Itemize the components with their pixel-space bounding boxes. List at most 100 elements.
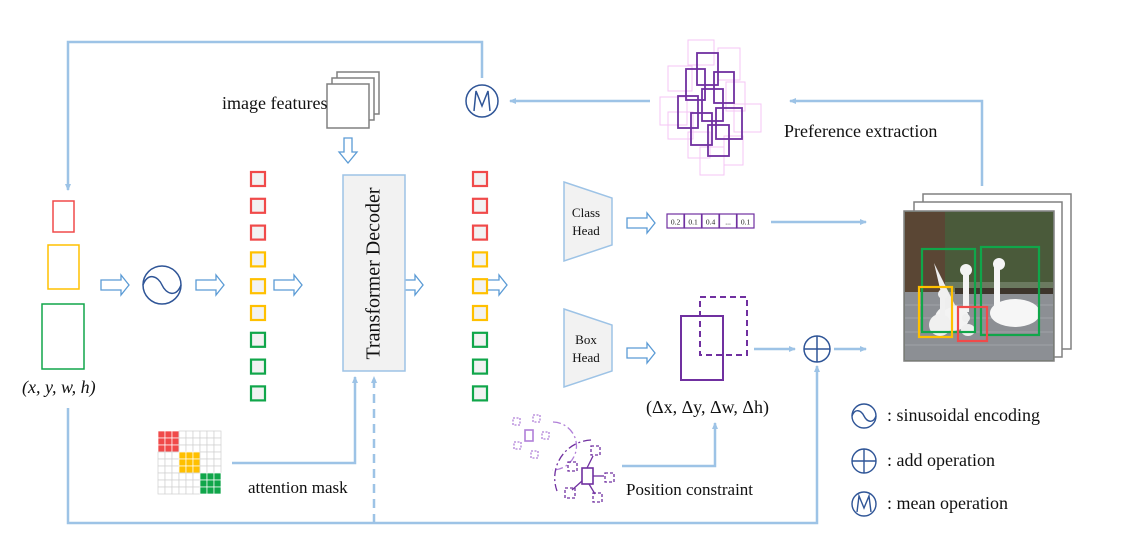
class-score-cell	[736, 213, 755, 229]
mask-cell	[192, 430, 201, 439]
mask-cell	[199, 458, 208, 467]
candidate-box-faint	[659, 96, 688, 126]
arrow-hollow-class	[626, 211, 656, 235]
mask-cell	[164, 437, 173, 446]
mask-cell	[178, 486, 187, 495]
class-head-line1: Class	[571, 205, 601, 220]
mask-cell	[192, 451, 201, 460]
arrow-hollow-2	[195, 273, 225, 297]
mask-cell	[164, 444, 173, 453]
mask-cell	[185, 451, 194, 460]
mask-cell	[192, 437, 201, 446]
class-score-value: 0.4	[706, 218, 716, 227]
mask-cell	[185, 486, 194, 495]
arrow-mask-to-decoder	[232, 376, 358, 465]
mask-cell	[185, 472, 194, 481]
mask-cell	[171, 486, 180, 495]
mask-cell	[157, 451, 166, 460]
legend-sinusoidal-icon	[851, 403, 877, 429]
query-token-yellow	[249, 251, 267, 268]
arrow-hollow-box	[626, 341, 656, 365]
mask-cell	[192, 486, 201, 495]
mask-cell	[178, 444, 187, 453]
query-token-green	[249, 358, 267, 375]
query-token-yellow	[471, 278, 489, 295]
candidate-box	[713, 71, 735, 104]
mask-cell	[185, 430, 194, 439]
mask-cell	[213, 472, 222, 481]
mask-cell	[206, 479, 215, 488]
mask-cell	[171, 430, 180, 439]
mask-cell	[171, 437, 180, 446]
mask-cell	[178, 472, 187, 481]
query-token-red	[471, 224, 489, 241]
arrow-constraint-to-delta	[622, 422, 718, 468]
delta-box-dashed	[699, 296, 748, 356]
candidate-box	[677, 95, 699, 129]
mask-cell	[199, 437, 208, 446]
mask-cell	[178, 451, 187, 460]
sinusoidal-encoding-icon	[142, 265, 182, 305]
candidate-box-faint	[723, 135, 744, 166]
query-token-green	[249, 385, 267, 402]
transformer-decoder-label: Transformer Decoder	[362, 187, 385, 359]
query-token-green	[471, 358, 489, 375]
class-score-value: ...	[725, 218, 731, 227]
mask-cell	[178, 465, 187, 474]
legend-mean-text: : mean operation	[887, 493, 1008, 513]
mean-operation-icon	[465, 84, 499, 118]
legend-mean-icon	[851, 491, 877, 517]
mask-cell	[157, 437, 166, 446]
mask-cell	[171, 472, 180, 481]
input-box-red	[52, 200, 75, 233]
query-column-output	[471, 170, 489, 402]
mask-cell	[164, 472, 173, 481]
mask-cell	[171, 451, 180, 460]
input-box-green	[41, 303, 85, 370]
arrow-skip-to-add	[66, 365, 820, 525]
mask-cell	[164, 451, 173, 460]
mask-cell	[213, 430, 222, 439]
mask-cell	[192, 472, 201, 481]
mask-cell	[178, 479, 187, 488]
mask-cell	[206, 451, 215, 460]
candidate-box	[690, 112, 713, 146]
query-token-red	[249, 197, 267, 214]
image-features-label: image features	[222, 93, 328, 113]
input-box-yellow	[47, 244, 80, 290]
preference-extraction-label: Preference extraction	[784, 121, 938, 141]
delta-box-solid	[680, 315, 724, 381]
mask-cell	[213, 444, 222, 453]
mask-cell	[213, 451, 222, 460]
transformer-decoder: Transformer Decoder	[343, 175, 405, 371]
mask-cell	[192, 458, 201, 467]
class-head-shape	[563, 180, 613, 263]
candidate-box-faint	[733, 103, 762, 133]
box-head-line2: Head	[572, 350, 600, 365]
mask-cell	[199, 465, 208, 474]
mask-cell	[213, 465, 222, 474]
transformer-decoder-box	[342, 174, 406, 372]
mask-cell	[192, 479, 201, 488]
mask-cell	[192, 465, 201, 474]
mask-cell	[213, 479, 222, 488]
mask-cell	[178, 430, 187, 439]
mask-cell	[157, 486, 166, 495]
query-token-yellow	[471, 304, 489, 322]
query-token-yellow	[249, 304, 267, 322]
mask-cell	[185, 444, 194, 453]
mask-cell	[199, 451, 208, 460]
mask-cell	[178, 458, 187, 467]
candidate-box-faint	[667, 111, 694, 140]
mask-cell	[185, 437, 194, 446]
mask-cell	[164, 458, 173, 467]
mask-cell	[213, 437, 222, 446]
mask-cell	[164, 479, 173, 488]
preference-boxes-cluster	[659, 39, 762, 176]
mask-cell	[199, 486, 208, 495]
mask-cell	[206, 458, 215, 467]
mask-cell	[157, 479, 166, 488]
query-token-green	[471, 331, 489, 348]
class-head-label: Class Head	[566, 204, 606, 240]
